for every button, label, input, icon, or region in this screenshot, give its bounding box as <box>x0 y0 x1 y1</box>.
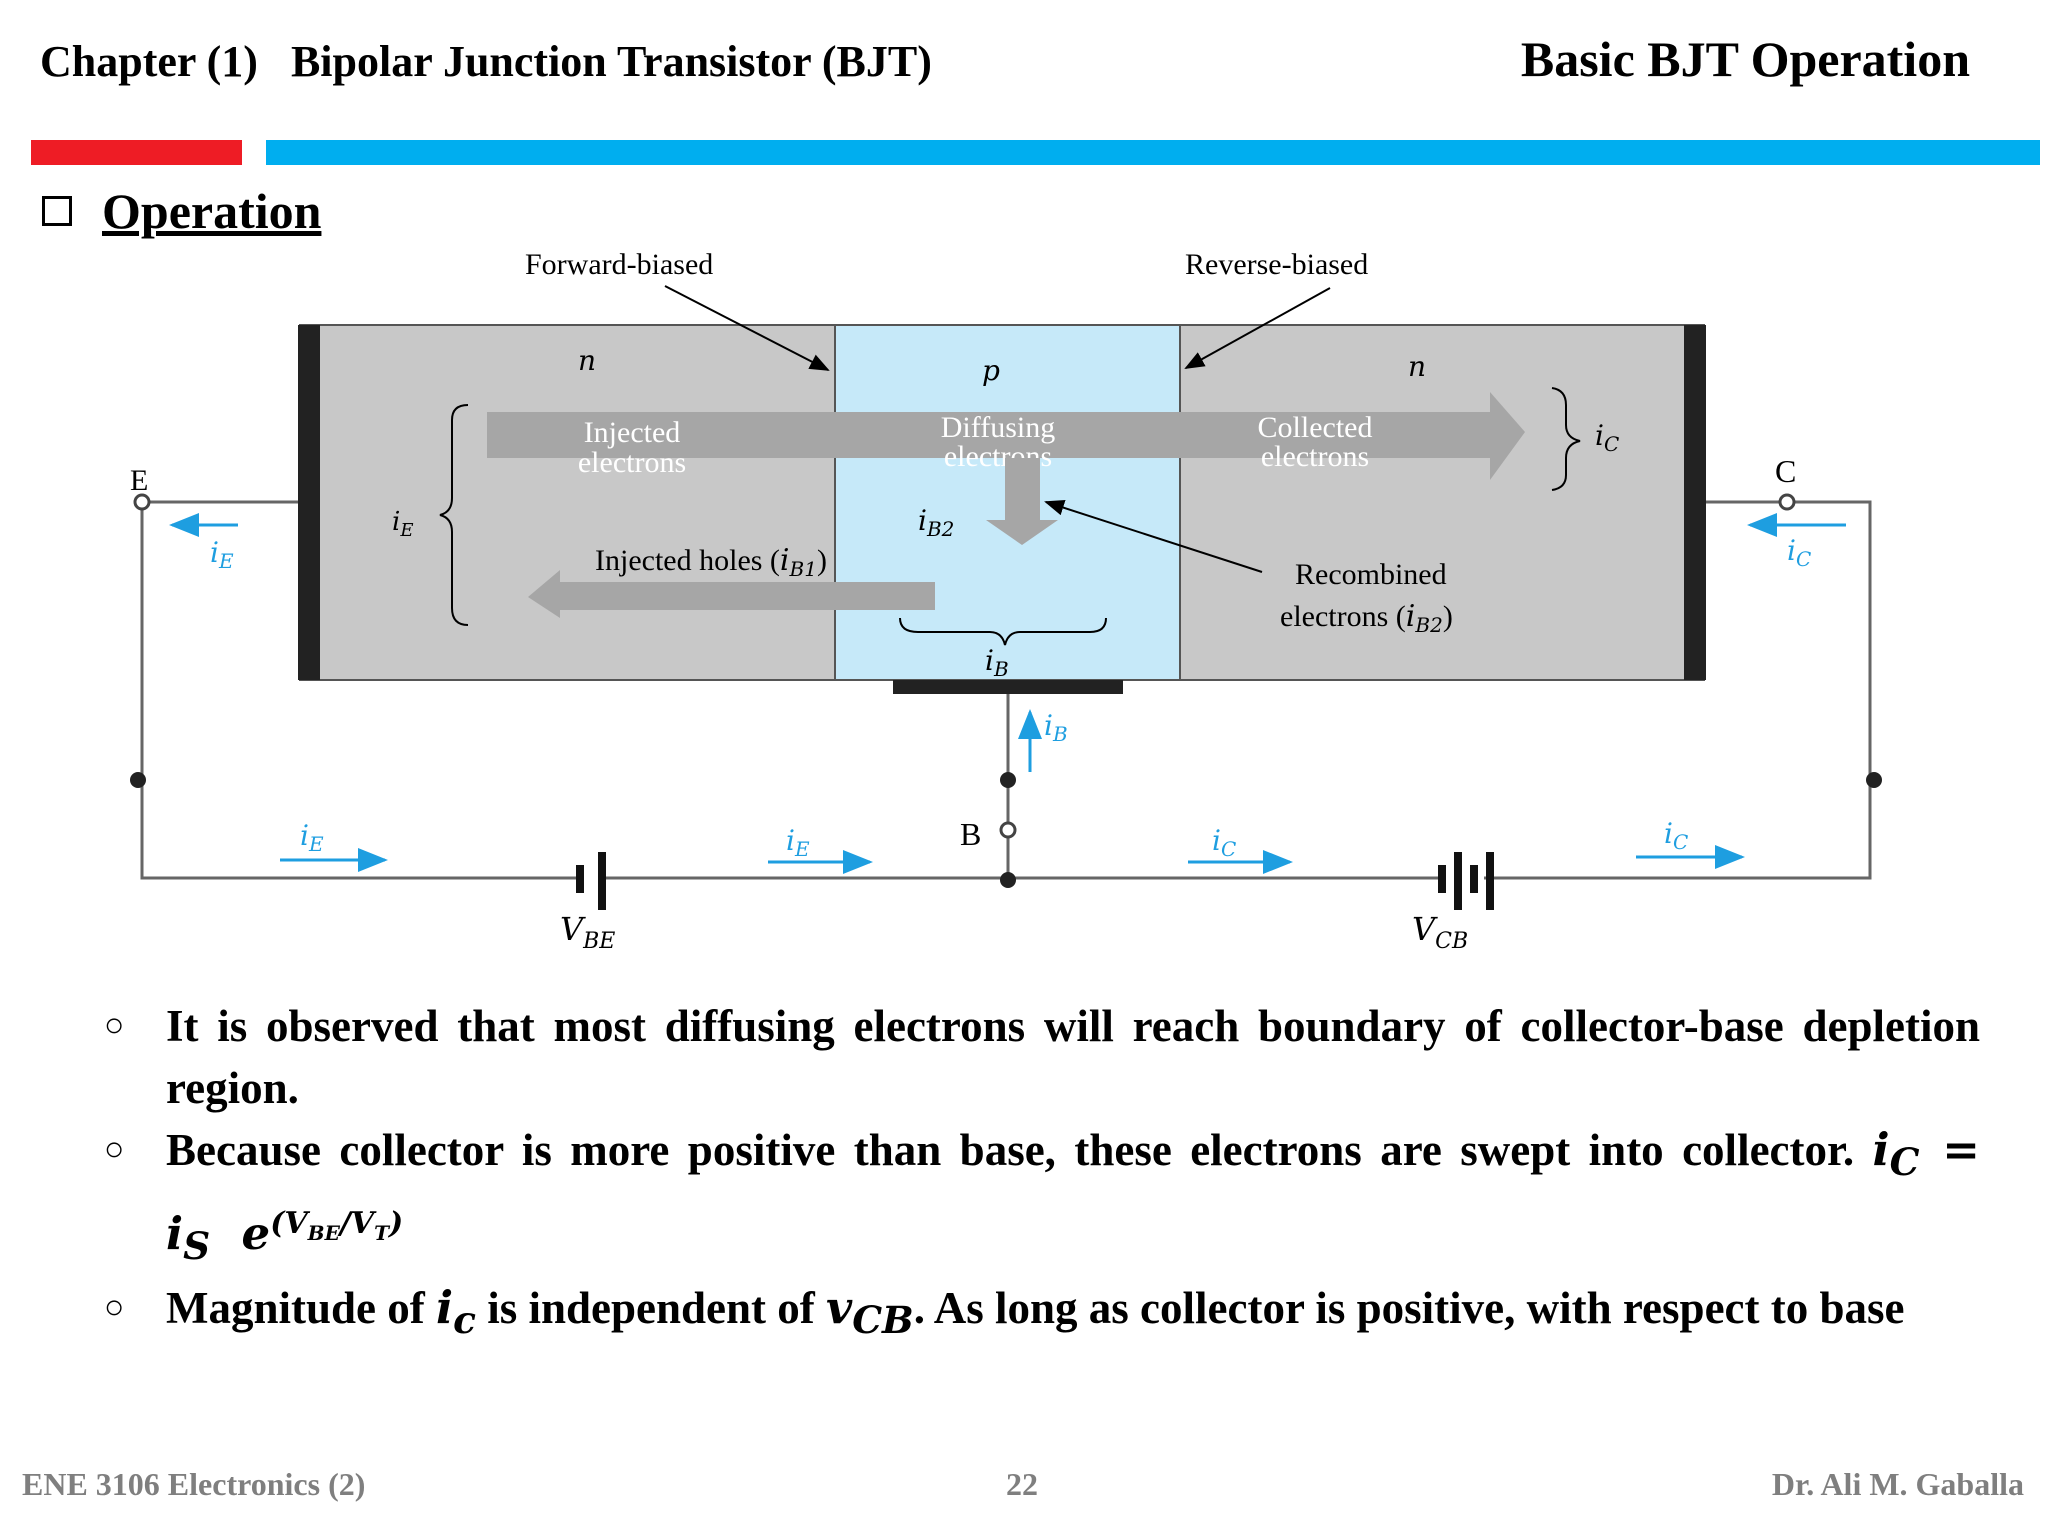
svg-text:iB: iB <box>1044 709 1068 746</box>
vbe-battery-short <box>576 865 584 893</box>
bullet-item-1: ○ It is observed that most diffusing ele… <box>100 995 1980 1119</box>
reverse-junction-arrow <box>1184 287 1331 369</box>
emitter-region <box>300 325 835 680</box>
terminal-c-node <box>1778 493 1796 511</box>
junction-dot-left <box>130 772 146 788</box>
vbe-battery-long <box>598 852 606 910</box>
forward-junction-arrow <box>664 285 830 371</box>
footer-course: ENE 3106 Electronics (2) <box>22 1466 366 1502</box>
svg-text:iC: iC <box>1664 817 1688 854</box>
base-contact <box>893 680 1123 694</box>
terminal-e-node <box>133 493 151 511</box>
section-checkbox-icon <box>42 196 72 226</box>
injected-electrons-label-2: electrons <box>578 446 686 479</box>
recombined-label-2: electrons (iB2) <box>1280 599 1453 637</box>
region-p-base: p <box>982 354 1000 387</box>
bullet-item-3: ○ Magnitude of ic is independent of vCB.… <box>100 1277 1980 1351</box>
collector-contact <box>1684 325 1706 680</box>
collector-current-formula: iC = iS e(VBE/VT) <box>166 1123 1981 1268</box>
ib-brace-label: iB <box>985 644 1009 681</box>
ic-brace <box>1551 387 1581 491</box>
terminal-e-label: E <box>130 464 148 497</box>
electron-flow-arrow <box>487 392 1525 480</box>
vcb-battery-long-2 <box>1486 852 1494 910</box>
bullet-circle-icon: ○ <box>104 1131 125 1168</box>
collected-electrons-label-1: Collected <box>1258 411 1373 444</box>
injected-electrons-label-1: Injected <box>584 416 681 449</box>
diffusing-electrons-label-1: Diffusing <box>941 411 1055 444</box>
chapter-title: Chapter (1) Bipolar Junction Transistor … <box>40 37 932 86</box>
vbe-label: VBE <box>560 910 615 954</box>
reverse-biased-label: Reverse-biased <box>1185 248 1368 281</box>
emitter-contact <box>298 325 320 680</box>
svg-text:iE: iE <box>300 819 324 856</box>
bullet-circle-icon: ○ <box>104 1289 125 1326</box>
region-n-emitter: n <box>578 344 596 377</box>
collected-electrons-label-2: electrons <box>1261 440 1369 473</box>
recombined-pointer <box>1044 499 1263 573</box>
terminal-c-label: C <box>1775 453 1796 489</box>
junction-dot-right <box>1866 772 1882 788</box>
current-arrows: iE iC iB iE iE iC iC <box>169 513 1846 874</box>
svg-text:iE: iE <box>786 824 810 861</box>
terminal-b-node <box>999 821 1017 839</box>
collector-region <box>1180 325 1704 680</box>
vcb-battery-long-1 <box>1454 852 1462 910</box>
emitter-wire <box>140 502 580 880</box>
slide-topic: Basic BJT Operation <box>1520 31 1970 87</box>
svg-text:iC: iC <box>1787 534 1811 571</box>
vcb-label: VCB <box>1412 910 1468 954</box>
junction-dot-base-top <box>1000 772 1016 788</box>
footer-author: Dr. Ali M. Gaballa <box>1771 1466 2024 1502</box>
terminal-b-label: B <box>960 816 981 852</box>
footer-page-number: 22 <box>1006 1466 1038 1502</box>
recombined-label-1: Recombined <box>1295 558 1447 591</box>
bullet-item-2: ○ Because collector is more positive tha… <box>100 1119 1980 1277</box>
header-accent-blue <box>266 140 2040 165</box>
ie-brace <box>439 404 469 626</box>
recombination-arrow <box>986 458 1058 545</box>
bullet-list: ○ It is observed that most diffusing ele… <box>100 995 1980 1351</box>
vcb-battery-short-1 <box>1438 865 1446 893</box>
vcb-battery-short-2 <box>1470 865 1478 893</box>
bjt-operation-diagram: Forward-biased Reverse-biased n p n Inje… <box>130 248 1882 954</box>
ib2-label: iB2 <box>918 504 954 541</box>
region-n-collector: n <box>1408 350 1426 383</box>
junction-dot-base-bottom <box>1000 872 1016 888</box>
svg-text:iC: iC <box>1212 824 1236 861</box>
injected-holes-label: Injected holes (iB1) <box>595 543 827 581</box>
injected-holes-arrow <box>528 570 935 618</box>
forward-biased-label: Forward-biased <box>525 248 713 281</box>
header-accent-red <box>31 140 242 165</box>
bullet-circle-icon: ○ <box>104 1007 125 1044</box>
section-title: Operation <box>102 183 322 239</box>
ic-brace-label: iC <box>1595 419 1619 456</box>
ib-brace <box>899 617 1107 646</box>
ie-brace-label: iE <box>392 507 413 541</box>
svg-text:iE: iE <box>210 536 234 573</box>
